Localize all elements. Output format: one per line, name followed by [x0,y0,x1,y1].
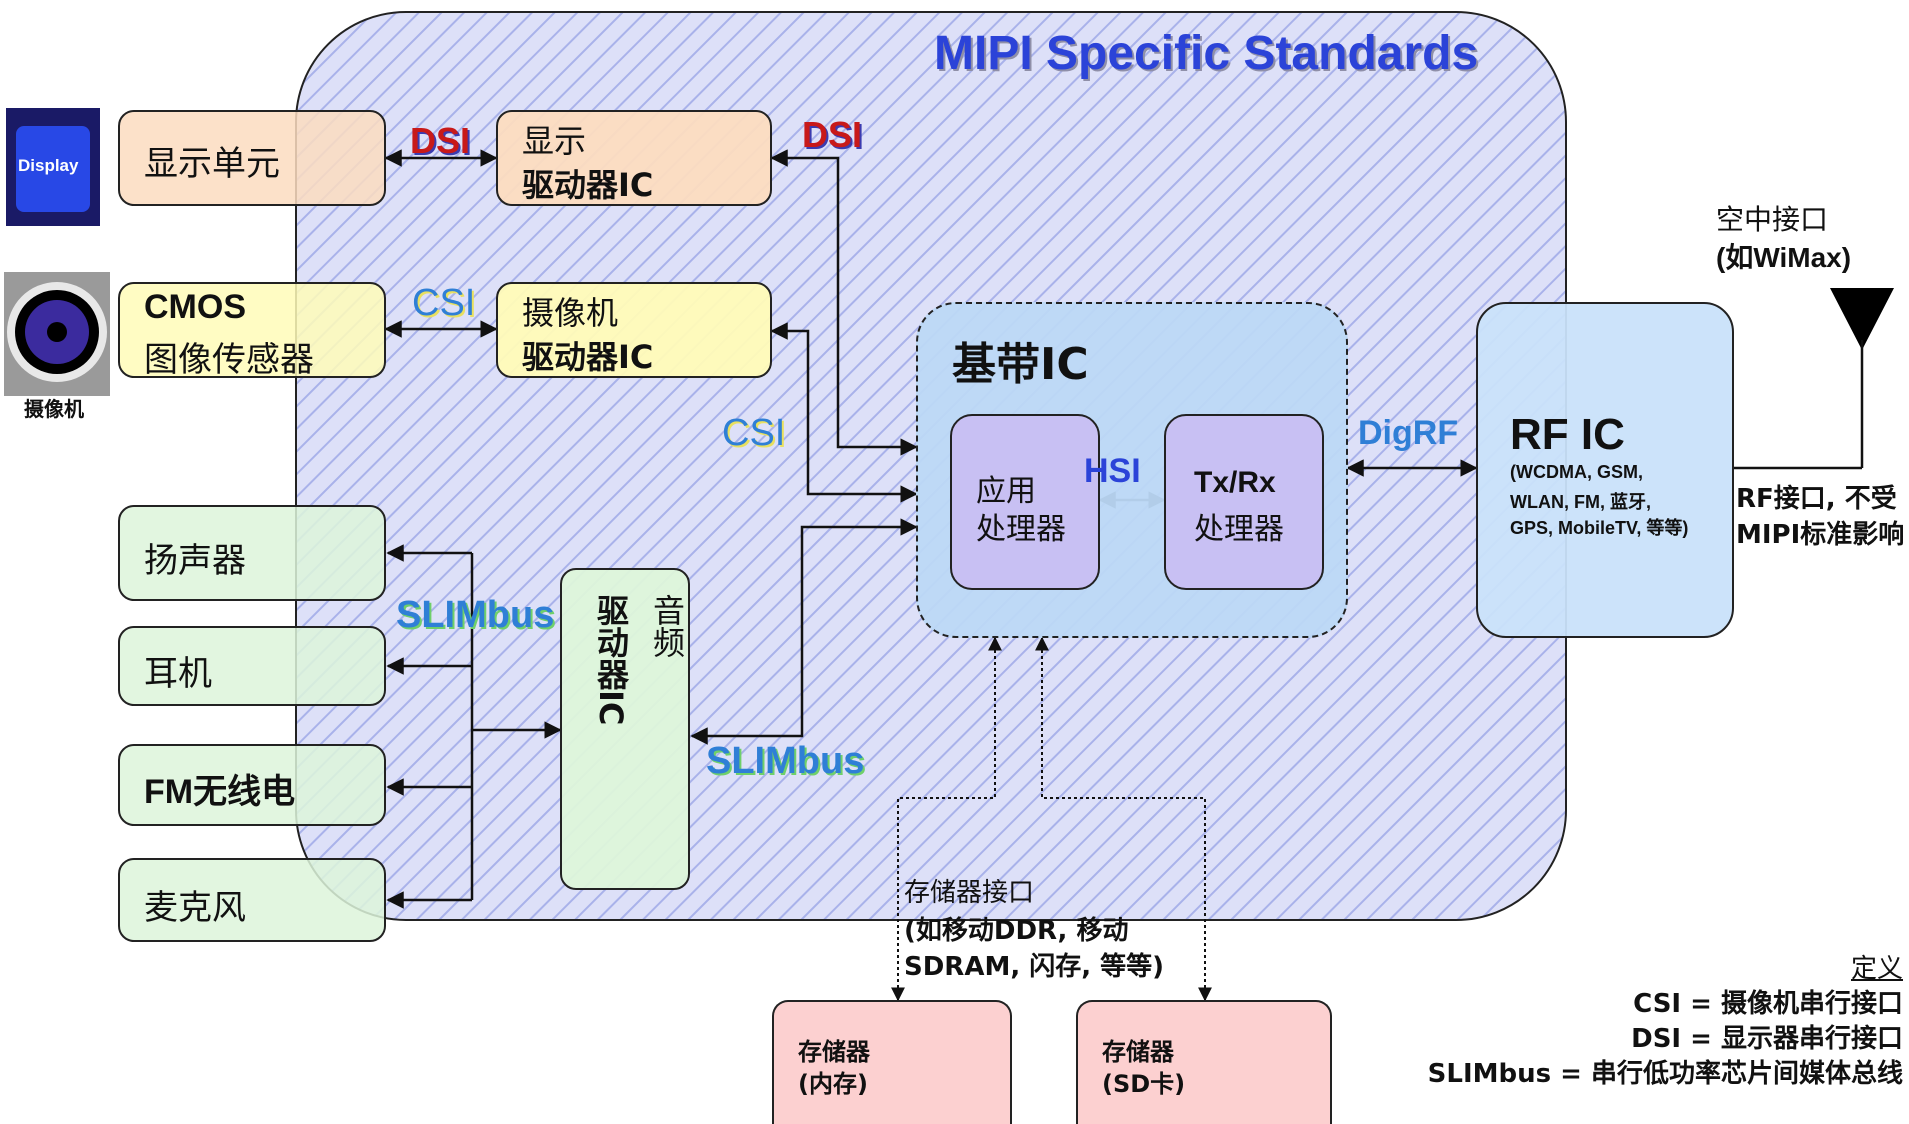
antenna-icon [1734,288,1894,470]
cmos-sensor-block: CMOS 图像传感器 [118,282,386,380]
legend-line-dsi: DSI = 显示器串行接口 [1631,1024,1903,1054]
memory-if-line1: 存储器接口 [904,878,1035,908]
diagram-title: MIPI Specific Standards [934,27,1479,80]
fm-radio-label: FM无线电 [144,773,296,811]
display-icon-label: Display [18,156,79,175]
csi-label-2: CSI [722,412,786,454]
audio-driver-line1: 音频 [648,594,686,658]
rf-note-line2: MIPI标准影响 [1736,520,1905,550]
baseband-label: 基带IC [952,339,1089,390]
memory-link-sd [1035,636,1212,1002]
rf-note-line1: RF接口, 不受 [1736,484,1897,514]
camera-driver-line1: 摄像机 [522,294,619,332]
speaker-block: 扬声器 [118,505,386,601]
legend-heading: 定义 [1850,954,1903,984]
csi-link-baseband [770,322,918,503]
memory-ram-line2: (内存) [798,1070,868,1098]
digrf-label: DigRF [1358,414,1459,452]
rf-ic-detail-line3: GPS, MobileTV, 等等) [1510,518,1689,538]
app-processor-line1: 应用 [976,474,1036,509]
earphone-block: 耳机 [118,626,386,706]
csi-label-1: CSI [412,282,476,324]
audio-driver-block: 音频 驱动器IC [560,568,690,890]
display-driver-block: 显示 驱动器IC [496,110,772,206]
memory-link-ram [891,636,1002,1002]
air-interface-line2: (如WiMax) [1716,242,1852,273]
camera-icon [4,272,110,396]
cmos-label-line2: 图像传感器 [144,340,314,380]
camera-driver-line2: 驱动器IC [522,338,654,376]
camera-driver-block: 摄像机 驱动器IC [496,282,772,378]
dsi-label-2: DSI [802,114,863,155]
slimbus-label-1: SLIMbus [396,594,555,636]
memory-sd-line2: (SD卡) [1102,1070,1186,1098]
display-unit-label: 显示单元 [144,144,280,184]
txrx-line1: Tx/Rx [1194,466,1276,499]
slimbus-label-2: SLIMbus [706,740,865,782]
camera-icon-label: 摄像机 [24,397,84,421]
memory-sd-block: 存储器 (SD卡) [1076,1000,1332,1124]
legend-line-slimbus: SLIMbus = 串行低功率芯片间媒体总线 [1427,1059,1903,1089]
memory-sd-line1: 存储器 [1102,1038,1174,1066]
rf-ic-block: RF IC (WCDMA, GSM, WLAN, FM, 蓝牙, GPS, Mo… [1476,302,1734,638]
display-driver-line2: 驱动器IC [522,166,654,204]
memory-ram-line1: 存储器 [798,1038,870,1066]
rf-ic-detail-line2: WLAN, FM, 蓝牙, [1510,492,1651,512]
hsi-label: HSI [1084,452,1141,490]
rf-ic-detail-line1: (WCDMA, GSM, [1510,462,1643,482]
air-interface-line1: 空中接口 [1716,203,1829,236]
memory-ram-block: 存储器 (内存) [772,1000,1012,1124]
cmos-label-line1: CMOS [144,288,246,326]
display-unit-block: 显示单元 [118,110,386,206]
dsi-label-1: DSI [410,120,471,161]
fm-radio-block: FM无线电 [118,744,386,826]
slimbus-link-baseband [690,518,918,745]
memory-if-line2: (如移动DDR, 移动 [904,916,1129,946]
legend: 定义 CSI = 摄像机串行接口 DSI = 显示器串行接口 SLIMbus =… [1428,952,1903,1092]
microphone-block: 麦克风 [118,858,386,942]
rf-ic-label: RF IC [1510,410,1625,459]
memory-if-line3: SDRAM, 闪存, 等等) [904,952,1165,982]
txrx-processor-block: Tx/Rx 处理器 [1164,414,1324,590]
earphone-label: 耳机 [144,654,212,694]
display-icon [6,108,100,226]
audio-driver-line2: 驱动器IC [592,594,630,726]
speaker-label: 扬声器 [144,541,246,581]
legend-line-csi: CSI = 摄像机串行接口 [1633,989,1903,1019]
microphone-label: 麦克风 [144,888,246,928]
txrx-line2: 处理器 [1194,512,1284,547]
display-driver-line1: 显示 [522,122,587,160]
app-processor-line2: 处理器 [976,512,1066,547]
app-processor-block: 应用 处理器 [950,414,1100,590]
